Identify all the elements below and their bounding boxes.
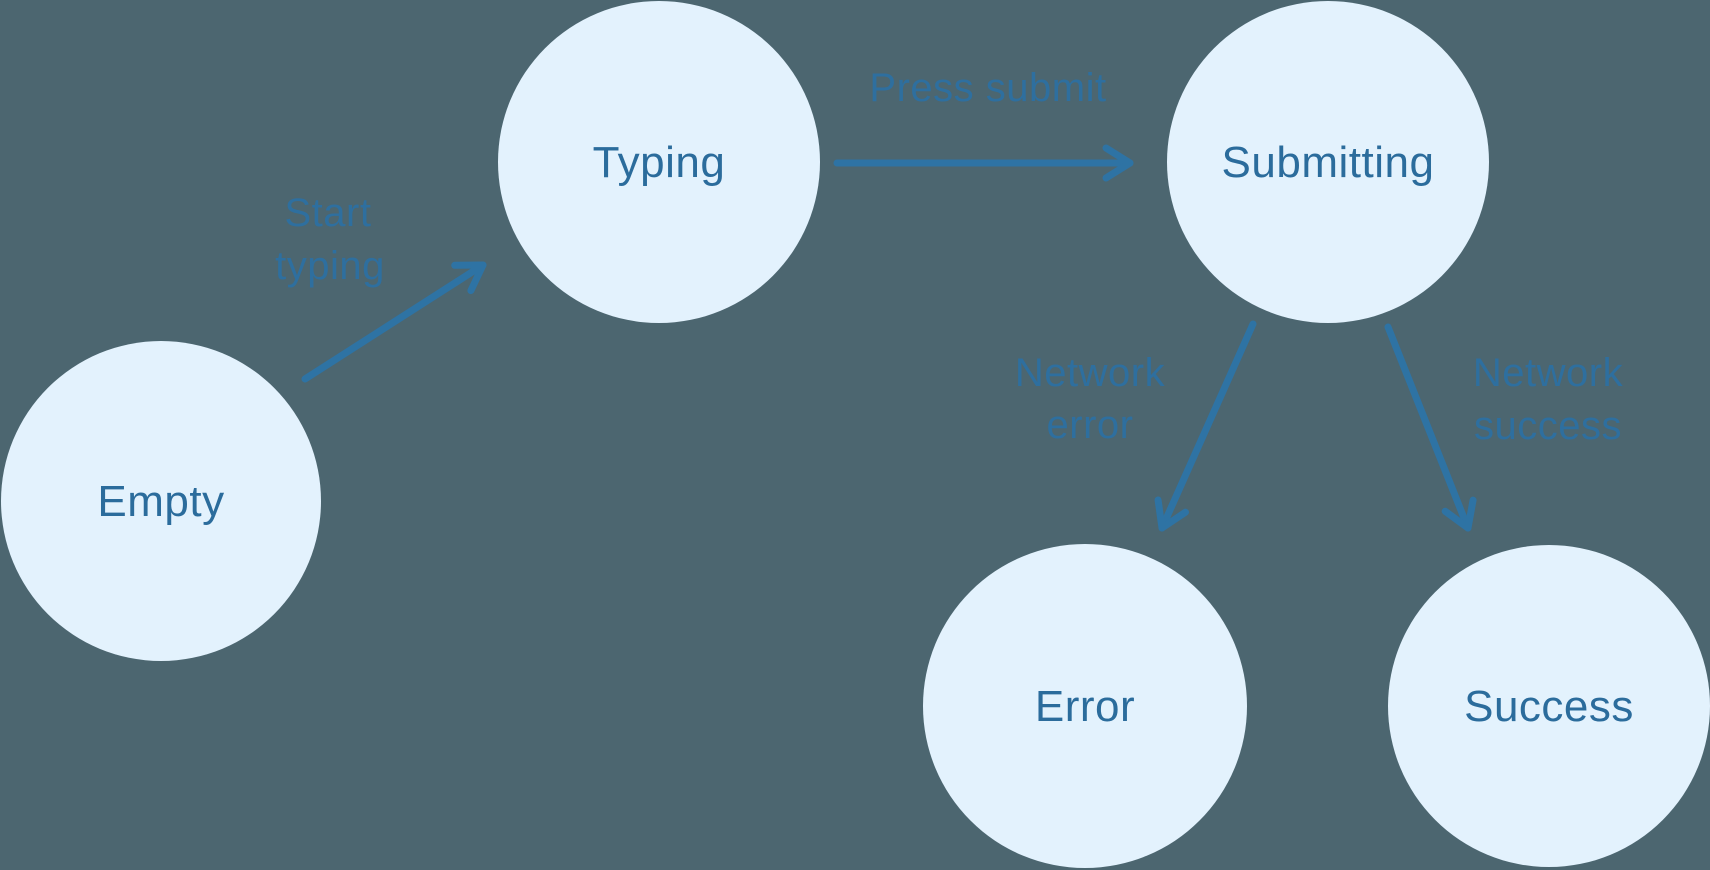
transition-arrow <box>1154 320 1257 532</box>
state-node-error: Error <box>923 544 1247 868</box>
state-label: Error <box>1035 682 1135 731</box>
transition-label: Network <box>1015 351 1166 395</box>
transition-label: Start <box>285 191 372 235</box>
edge-empty-to-typing: Start typing <box>275 191 487 383</box>
state-circle <box>1167 1 1489 323</box>
state-node-submitting: Submitting <box>1167 1 1489 323</box>
state-node-empty: Empty <box>1 341 321 661</box>
state-node-success: Success <box>1388 545 1710 867</box>
state-label: Typing <box>593 138 726 187</box>
transition-arrow <box>301 261 487 383</box>
transition-label: error <box>1047 403 1134 447</box>
state-circle <box>498 1 820 323</box>
edge-submitting-to-error: Network error <box>1015 320 1257 532</box>
state-circle <box>923 544 1247 868</box>
transition-label: Press submit <box>869 66 1106 110</box>
transition-label: Network <box>1473 351 1624 395</box>
state-label: Submitting <box>1222 138 1435 187</box>
transition-label: success <box>1474 404 1622 448</box>
state-label: Empty <box>97 477 224 526</box>
state-node-typing: Typing <box>498 1 820 323</box>
edge-submitting-to-success: Network success <box>1384 323 1624 532</box>
state-circle <box>1388 545 1710 867</box>
state-circle <box>1 341 321 661</box>
transition-arrow <box>1384 323 1477 532</box>
state-label: Success <box>1464 682 1634 731</box>
edge-typing-to-submitting: Press submit <box>833 66 1134 182</box>
transition-label: typing <box>275 244 385 288</box>
